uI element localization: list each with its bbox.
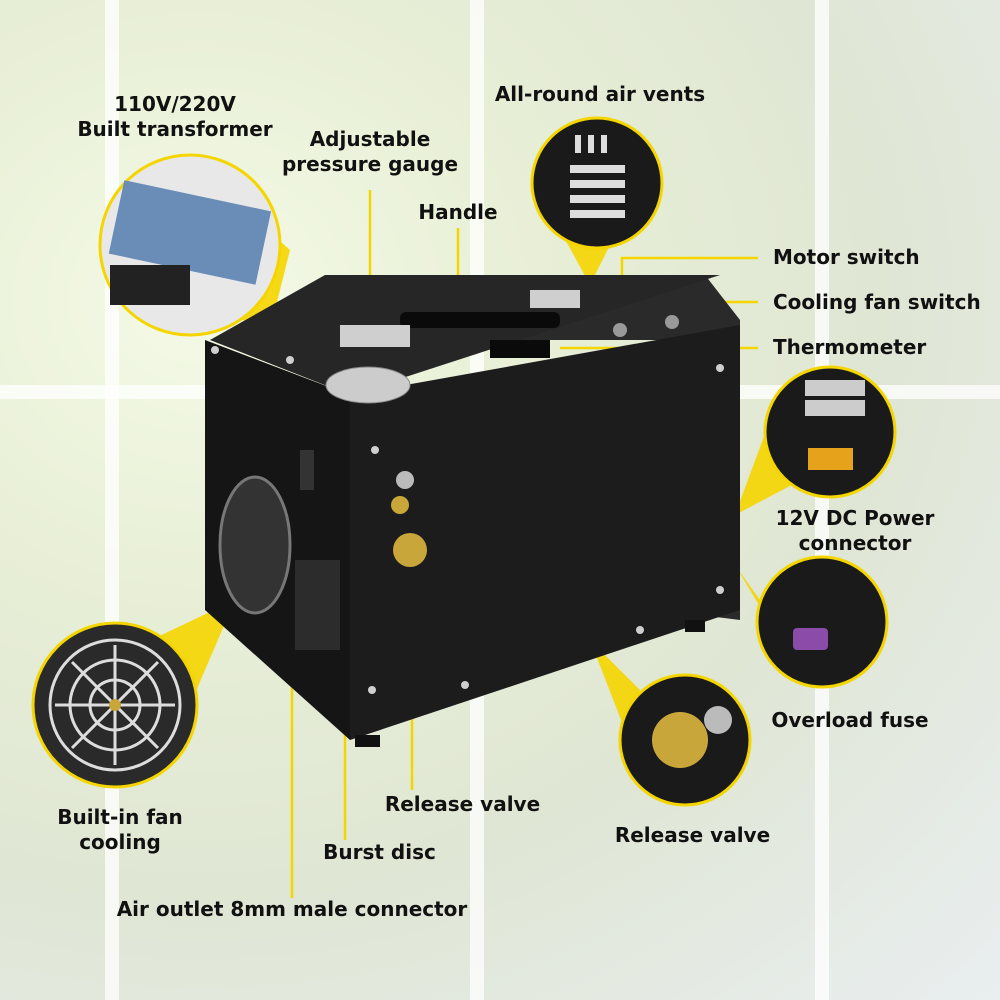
label-gauge-line2: pressure gauge	[281, 152, 459, 176]
label-fan-cooling-line1: Built-in fan	[57, 805, 183, 829]
detail-fuse	[755, 555, 889, 689]
compressor-unit	[205, 275, 740, 747]
detail-transformer	[98, 153, 282, 337]
label-dc-power-line2: connector	[798, 531, 912, 555]
label-thermometer: Thermometer	[773, 335, 927, 359]
label-transformer-line1: 110V/220V	[114, 92, 236, 116]
detail-release-valve	[618, 673, 752, 807]
label-transformer: 110V/220V Built transformer	[55, 92, 295, 142]
label-transformer-line2: Built transformer	[77, 117, 273, 141]
label-air-outlet: Air outlet 8mm male connector	[116, 897, 468, 921]
label-fan-cooling-line2: cooling	[79, 830, 161, 854]
label-burst-disc: Burst disc	[323, 840, 436, 864]
window-frame-vertical-3	[815, 0, 829, 1000]
label-dc-power-line1: 12V DC Power	[775, 506, 935, 530]
label-gauge: Adjustable pressure gauge	[270, 127, 470, 177]
label-release-valve-right: Release valve	[614, 823, 771, 847]
detail-air-vents	[530, 116, 664, 250]
detail-dc-connector	[763, 365, 897, 499]
label-release-valve-center: Release valve	[384, 792, 541, 816]
label-vents: All-round air vents	[494, 82, 706, 106]
label-fan-cooling: Built-in fan cooling	[40, 805, 200, 855]
label-handle: Handle	[418, 200, 498, 224]
label-fan-switch: Cooling fan switch	[773, 290, 981, 314]
label-fuse: Overload fuse	[771, 708, 929, 732]
label-motor-switch: Motor switch	[773, 245, 920, 269]
label-gauge-line1: Adjustable	[309, 127, 431, 151]
label-dc-power: 12V DC Power connector	[755, 506, 955, 556]
detail-fan	[31, 621, 199, 789]
